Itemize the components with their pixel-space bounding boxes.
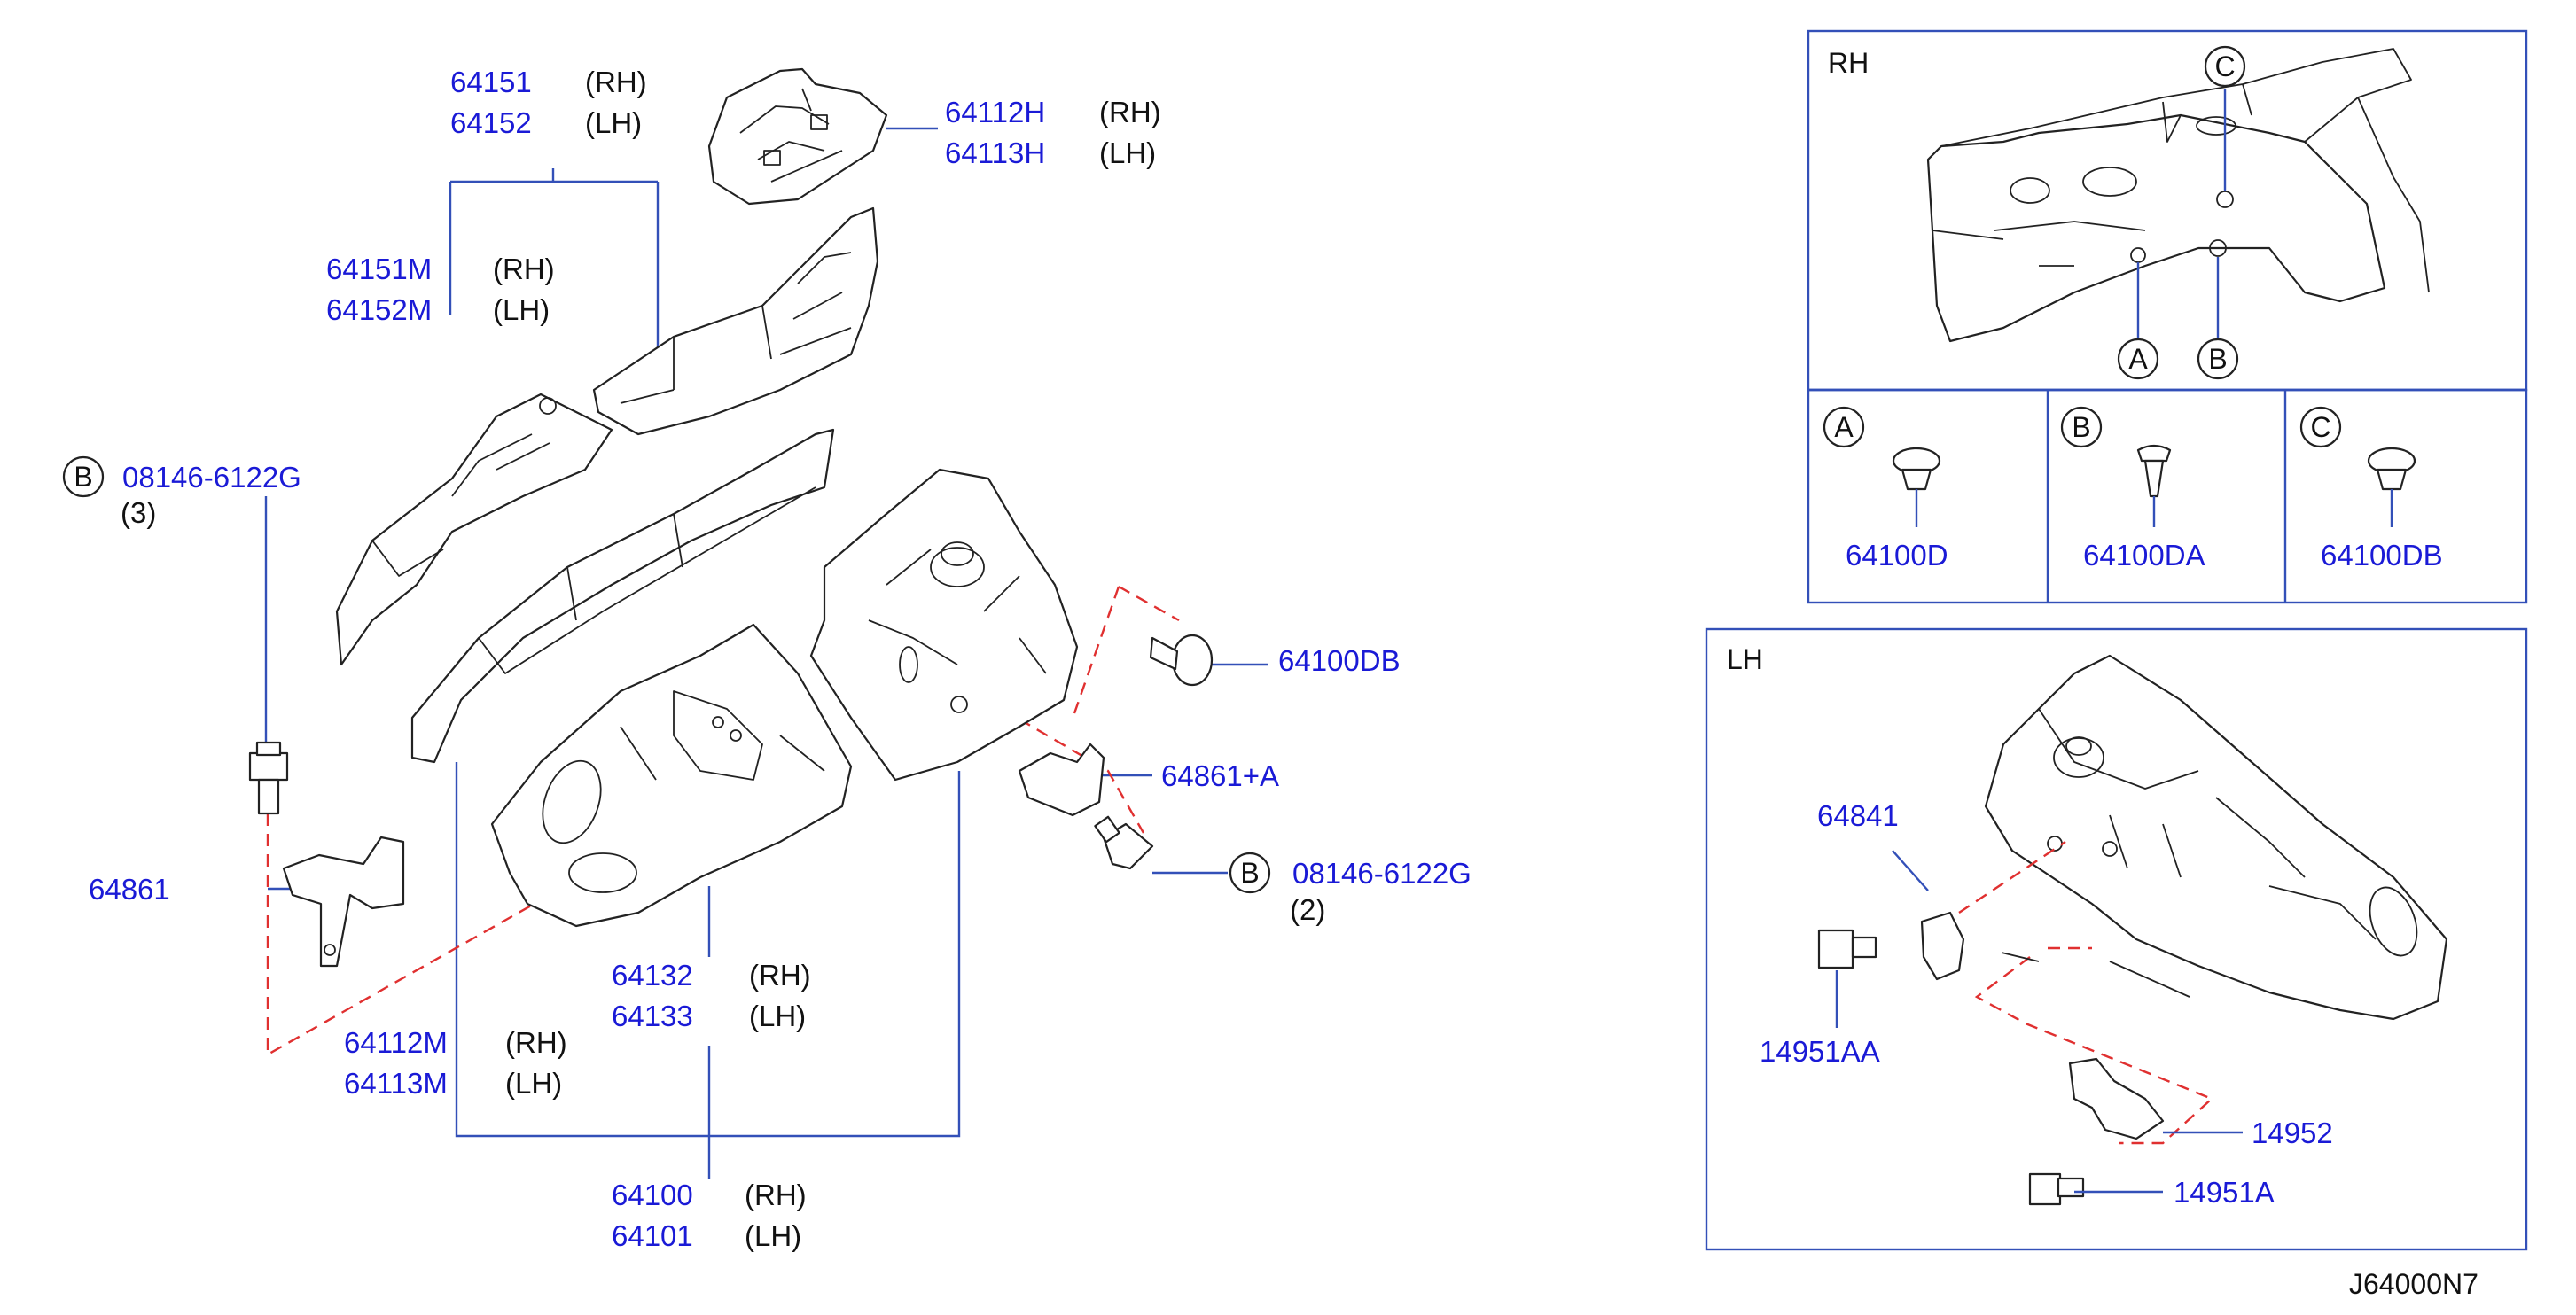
callout-64152: 64152 (LH) xyxy=(450,106,642,139)
side-label: (RH) xyxy=(505,1026,567,1059)
part-number: 14951A xyxy=(2174,1176,2275,1209)
reference-marker-letter: A xyxy=(2128,343,2148,375)
callout-64113H: 64113H (LH) xyxy=(945,136,1156,169)
rh-detail-c: C 64100DB xyxy=(2299,406,2443,572)
callout-14952: 14952 xyxy=(2252,1117,2333,1149)
part-number: 14951AA xyxy=(1760,1035,1880,1068)
part-number: 14952 xyxy=(2252,1117,2333,1149)
part-number: 64151 xyxy=(450,66,532,98)
side-label: (LH) xyxy=(745,1219,801,1252)
side-label: (RH) xyxy=(1099,96,1161,128)
callout-64112M: 64112M (RH) xyxy=(344,1026,567,1059)
callout-08146-6122G-left: B 08146-6122G (3) xyxy=(62,455,301,529)
part-64112M-drawing xyxy=(410,428,835,764)
part-number: 64100DA xyxy=(2083,539,2205,572)
callout-64112H: 64112H (RH) xyxy=(945,96,1161,128)
reference-marker-letter: B xyxy=(2072,411,2090,443)
part-number: 64151M xyxy=(326,253,432,285)
callout-64152M: 64152M (LH) xyxy=(326,293,550,326)
side-label: (LH) xyxy=(749,1000,806,1032)
reference-marker-letter: C xyxy=(2310,411,2330,443)
callout-64101: 64101 (LH) xyxy=(612,1219,801,1252)
lh-body-drawing xyxy=(1984,654,2448,1021)
part-64151M-drawing xyxy=(592,206,879,436)
part-number: 08146-6122G xyxy=(1292,857,1471,890)
rh-detail-b: B 64100DA xyxy=(2060,406,2205,572)
reference-marker-letter: B xyxy=(2208,343,2227,375)
rh-marker-b: B xyxy=(2197,338,2239,380)
lh-detail-box: LH 64841 14951AA 14952 xyxy=(1705,627,2528,1251)
callout-64841: 64841 xyxy=(1817,799,1899,832)
side-label: (LH) xyxy=(493,293,550,326)
quantity-label: (2) xyxy=(1290,893,1325,926)
callout-14951AA: 14951AA xyxy=(1760,1035,1880,1068)
reference-marker-letter: A xyxy=(1834,411,1854,443)
part-64100-drawing xyxy=(809,468,1079,782)
callout-64100DB: 64100DB xyxy=(1278,644,1401,677)
callout-14951A: 14951A xyxy=(2174,1176,2275,1209)
part-number: 64112M xyxy=(344,1026,448,1059)
callout-64132: 64132 (RH) xyxy=(612,959,811,992)
part-number: 64132 xyxy=(612,959,693,992)
part-64132-drawing xyxy=(490,623,853,928)
hardware-drawings xyxy=(248,634,1214,968)
side-label: (RH) xyxy=(585,66,647,98)
part-number: 64112H xyxy=(945,96,1045,128)
callout-64113M: 64113M (LH) xyxy=(344,1067,562,1100)
side-label: (LH) xyxy=(505,1067,562,1100)
part-number: 64100 xyxy=(612,1179,693,1211)
side-label: (RH) xyxy=(493,253,555,285)
rh-detail-a: A 64100D xyxy=(1823,406,1948,572)
part-number: 64133 xyxy=(612,1000,693,1032)
rh-box-title: RH xyxy=(1828,47,1869,79)
reference-marker-letter: B xyxy=(74,461,92,493)
part-number: 64100DB xyxy=(1278,644,1401,677)
lh-box-title: LH xyxy=(1727,643,1763,675)
callout-64151: 64151 (RH) xyxy=(450,66,647,98)
callout-64133: 64133 (LH) xyxy=(612,1000,806,1032)
rh-body-drawing xyxy=(1926,48,2430,343)
part-number: 64101 xyxy=(612,1219,693,1252)
leader-lines xyxy=(264,127,1268,1179)
callout-64861A: 64861+A xyxy=(1161,759,1279,792)
part-number: 64152 xyxy=(450,106,532,139)
part-number: 64113H xyxy=(945,136,1045,169)
reference-marker-circle xyxy=(1229,852,1271,894)
part-number: 64100DB xyxy=(2321,539,2443,572)
reference-marker-circle xyxy=(62,455,105,498)
screw-64100DA-icon xyxy=(2136,444,2172,463)
part-number: 08146-6122G xyxy=(122,461,301,494)
part-number: 64861+A xyxy=(1161,759,1279,792)
reference-marker-letter: C xyxy=(2214,51,2235,82)
side-label: (LH) xyxy=(1099,136,1156,169)
callout-64861: 64861 xyxy=(89,873,170,906)
part-64151-drawing xyxy=(335,393,613,666)
side-label: (LH) xyxy=(585,106,642,139)
callout-08146-6122G-right: B 08146-6122G (2) xyxy=(1229,852,1471,926)
quantity-label: (3) xyxy=(121,496,156,529)
part-number: 64100D xyxy=(1846,539,1948,572)
part-64112H-drawing xyxy=(707,67,888,206)
callout-64151M: 64151M (RH) xyxy=(326,253,555,285)
part-number: 64152M xyxy=(326,293,432,326)
lh-hardware-drawings xyxy=(1817,911,2165,1206)
diagram-code: J64000N7 xyxy=(2349,1268,2478,1300)
side-label: (RH) xyxy=(745,1179,807,1211)
rh-detail-box: RH A B C A xyxy=(1807,29,2528,604)
reference-marker-letter: B xyxy=(1240,857,1259,889)
side-label: (RH) xyxy=(749,959,811,992)
rh-marker-a: A xyxy=(2117,338,2159,380)
part-number: 64841 xyxy=(1817,799,1899,832)
part-number: 64861 xyxy=(89,873,170,906)
rh-marker-c: C xyxy=(2204,45,2246,88)
callout-64100: 64100 (RH) xyxy=(612,1179,807,1211)
part-number: 64113M xyxy=(344,1067,448,1100)
